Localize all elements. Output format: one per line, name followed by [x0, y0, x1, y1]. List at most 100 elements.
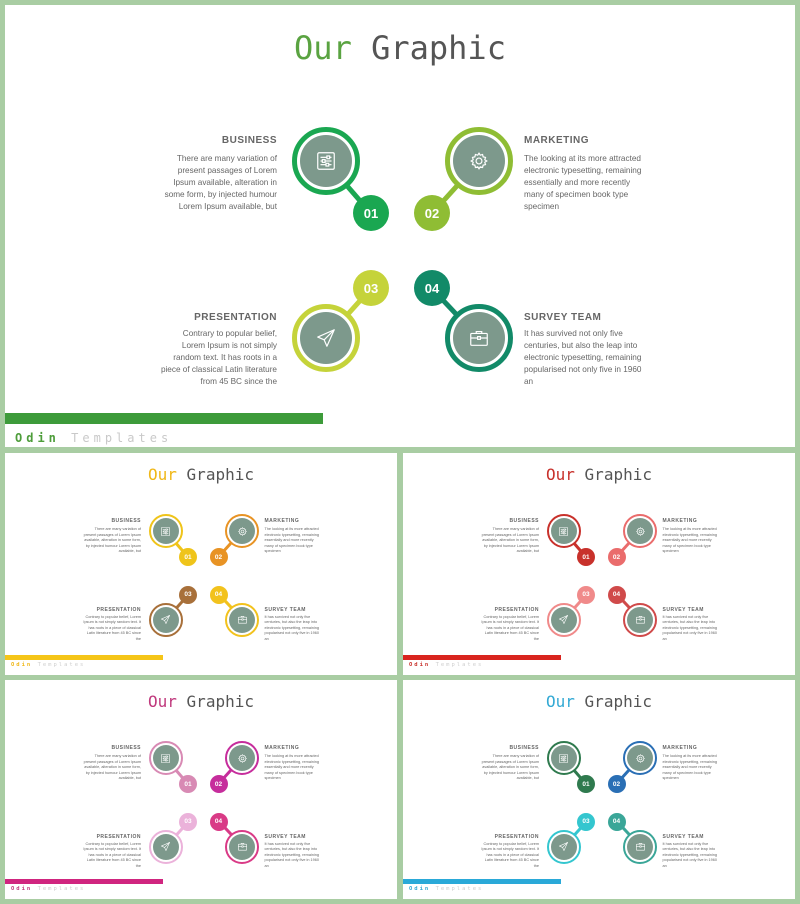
icon-circle — [152, 745, 179, 771]
item-label: SURVEY TEAM — [524, 312, 602, 323]
sliders-icon — [315, 150, 337, 172]
item-description: Contrary to popular belief, Lorem Ipsum … — [83, 614, 141, 641]
accent-bar — [403, 879, 561, 884]
icon-circle — [300, 135, 352, 187]
icon-circle — [627, 833, 653, 860]
page-title: Our Graphic — [403, 465, 795, 484]
icon-circle — [229, 518, 255, 544]
sliders-icon — [160, 753, 171, 764]
icon-circle — [229, 745, 255, 771]
gear-icon — [468, 150, 490, 172]
item-description: Contrary to popular belief, Lorem Ipsum … — [481, 841, 539, 868]
item-description: There are many variation of present pass… — [481, 754, 539, 780]
step-number: 01 — [179, 775, 197, 793]
brand-word-1: Odin — [15, 431, 60, 445]
brand-word-2: Templates — [435, 886, 484, 892]
step-number: 04 — [607, 585, 626, 604]
gear-icon — [237, 753, 248, 764]
icon-circle — [453, 135, 505, 187]
accent-bar — [5, 655, 163, 660]
icon-circle — [627, 606, 653, 633]
gear-icon — [635, 753, 646, 764]
page-title: Our Graphic — [403, 692, 795, 711]
item-description: There are many variation of present pass… — [83, 527, 141, 553]
step-number: 01 — [577, 775, 595, 793]
brand-word-2: Templates — [37, 886, 86, 892]
step-number: 02 — [607, 548, 626, 566]
icon-circle — [152, 518, 179, 544]
step-number: 04 — [414, 270, 450, 306]
paper-plane-icon — [558, 614, 569, 625]
item-label: BUSINESS — [111, 518, 141, 524]
sliders-icon — [558, 753, 569, 764]
item-label: MARKETING — [524, 135, 590, 146]
icon-circle — [229, 833, 255, 860]
item-description: It has survived not only five centuries,… — [524, 329, 642, 386]
item-label: PRESENTATION — [494, 606, 539, 613]
item-description: It has survived not only five centuries,… — [264, 614, 319, 641]
page-title: Our Graphic — [5, 465, 397, 484]
item-label: PRESENTATION — [96, 606, 141, 613]
accent-bar — [5, 413, 323, 424]
accent-bar — [403, 655, 561, 660]
briefcase-icon — [635, 841, 646, 852]
item-description: Contrary to popular belief, Lorem Ipsum … — [160, 329, 277, 386]
title-word-2: Graphic — [186, 692, 254, 711]
icon-circle — [550, 606, 577, 633]
step-number: 03 — [577, 812, 595, 831]
item-description: Contrary to popular belief, Lorem Ipsum … — [83, 841, 141, 868]
step-number: 04 — [607, 812, 626, 831]
item-label: BUSINESS — [221, 135, 277, 146]
briefcase-icon — [468, 327, 490, 349]
icon-circle — [550, 833, 577, 860]
step-number: 02 — [209, 548, 228, 566]
step-number: 01 — [179, 548, 197, 566]
icon-circle — [627, 518, 653, 544]
item-description: The looking at its more attracted electr… — [662, 754, 717, 780]
sliders-icon — [558, 526, 569, 537]
step-number: 02 — [209, 775, 228, 793]
paper-plane-icon — [315, 327, 337, 349]
briefcase-icon — [237, 841, 248, 852]
slide-variant-yellow: Our Graphic 01 BUSINESS There are many vari… — [5, 453, 397, 675]
step-number: 02 — [607, 775, 626, 793]
item-label: SURVEY TEAM — [662, 606, 704, 613]
briefcase-icon — [635, 614, 646, 625]
item-label: SURVEY TEAM — [264, 833, 306, 840]
icon-circle — [229, 606, 255, 633]
item-label: MARKETING — [264, 518, 300, 524]
brand-word-1: Odin — [409, 662, 431, 668]
step-number: 01 — [577, 548, 595, 566]
title-word-1: Our — [546, 465, 575, 484]
icon-circle — [627, 745, 653, 771]
brand-word-2: Templates — [435, 662, 484, 668]
brand-logo: Odin Templates — [15, 431, 172, 445]
title-word-2: Graphic — [584, 692, 652, 711]
brand-word-1: Odin — [11, 886, 33, 892]
title-word-1: Our — [294, 29, 352, 67]
step-number: 03 — [577, 585, 595, 604]
accent-bar — [5, 879, 163, 884]
icon-circle — [300, 312, 352, 364]
icon-circle — [152, 606, 179, 633]
step-number: 04 — [209, 585, 228, 604]
item-label: SURVEY TEAM — [662, 833, 704, 840]
item-description: There are many variation of present pass… — [481, 527, 539, 553]
brand-logo: Odin Templates — [11, 662, 85, 668]
step-number: 01 — [353, 195, 389, 231]
title-word-1: Our — [148, 465, 177, 484]
brand-logo: Odin Templates — [409, 662, 483, 668]
page-title: Our Graphic — [5, 29, 795, 67]
sliders-icon — [160, 526, 171, 537]
paper-plane-icon — [160, 614, 171, 625]
step-number: 03 — [353, 270, 389, 306]
item-description: The looking at its more attracted electr… — [264, 527, 319, 553]
paper-plane-icon — [160, 841, 171, 852]
page-title: Our Graphic — [5, 692, 397, 711]
icon-circle — [453, 312, 505, 364]
item-label: MARKETING — [662, 518, 698, 524]
item-label: PRESENTATION — [194, 312, 277, 323]
